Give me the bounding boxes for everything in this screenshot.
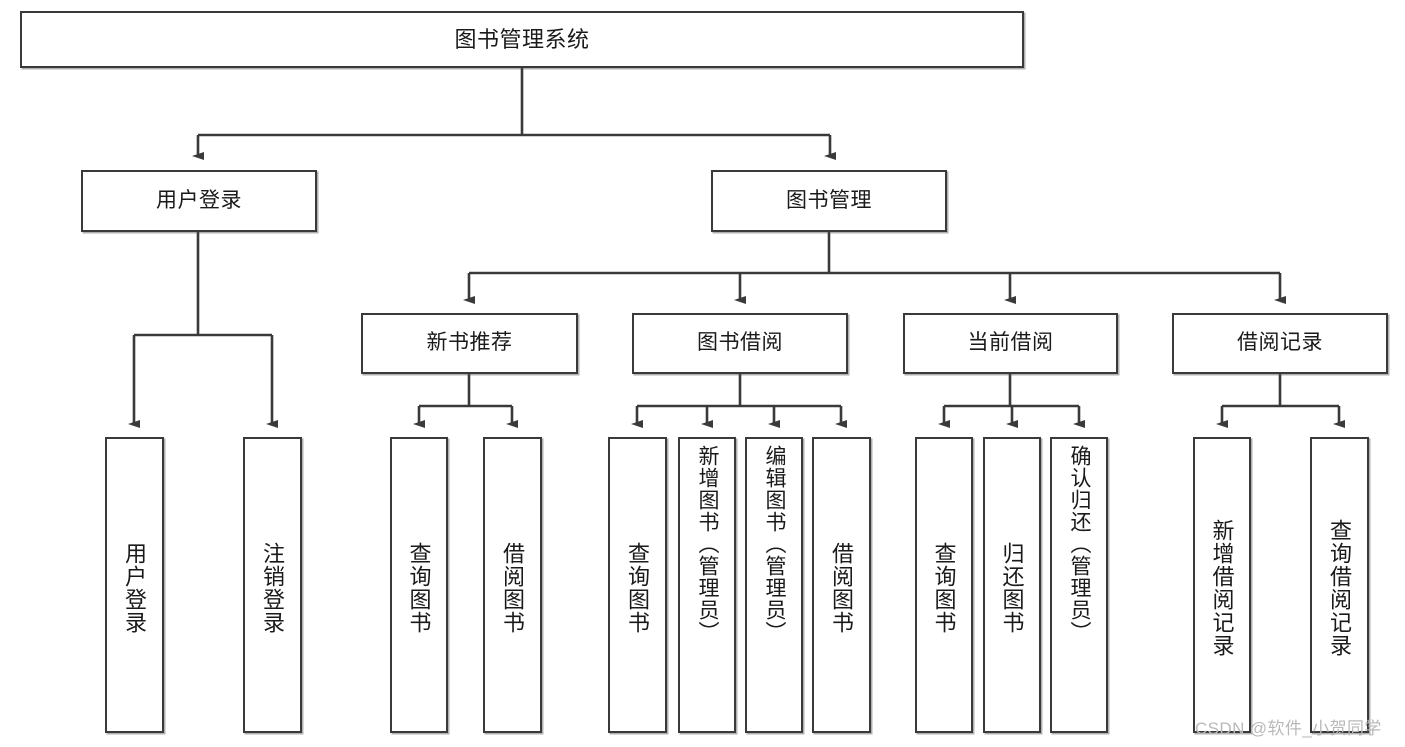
node-leaf-add-book-label: 新增图书（管理员） bbox=[696, 445, 720, 643]
node-leaf-borrow-book-1[interactable]: 借阅图书 bbox=[483, 437, 542, 733]
node-leaf-query-book-2[interactable]: 查询图书 bbox=[608, 437, 667, 733]
node-leaf-user-login-label: 用户登录 bbox=[122, 542, 148, 634]
node-book-management[interactable]: 图书管理 bbox=[711, 170, 947, 232]
node-leaf-query-borrow-record[interactable]: 查询借阅记录 bbox=[1310, 437, 1369, 733]
node-leaf-edit-book[interactable]: 编辑图书（管理员） bbox=[745, 437, 803, 733]
node-book-borrow-label: 图书借阅 bbox=[697, 331, 783, 355]
node-leaf-add-book[interactable]: 新增图书（管理员） bbox=[678, 437, 736, 733]
node-leaf-user-login[interactable]: 用户登录 bbox=[105, 437, 164, 733]
node-book-borrow[interactable]: 图书借阅 bbox=[632, 313, 848, 374]
node-root-label: 图书管理系统 bbox=[454, 26, 590, 52]
node-new-book-recommend[interactable]: 新书推荐 bbox=[361, 313, 578, 374]
watermark-text: CSDN @软件_小贺同学 bbox=[1195, 719, 1382, 738]
node-user-login[interactable]: 用户登录 bbox=[81, 170, 317, 232]
node-leaf-query-book-1[interactable]: 查询图书 bbox=[390, 437, 448, 733]
node-leaf-return-book[interactable]: 归还图书 bbox=[983, 437, 1041, 733]
node-leaf-confirm-return-label: 确认归还（管理员） bbox=[1068, 445, 1092, 643]
node-leaf-user-logout[interactable]: 注销登录 bbox=[243, 437, 302, 733]
node-leaf-borrow-book-1-label: 借阅图书 bbox=[500, 542, 526, 634]
node-leaf-query-book-1-label: 查询图书 bbox=[406, 542, 432, 634]
node-leaf-query-book-2-label: 查询图书 bbox=[625, 542, 651, 634]
node-leaf-confirm-return[interactable]: 确认归还（管理员） bbox=[1050, 437, 1108, 733]
node-leaf-user-logout-label: 注销登录 bbox=[260, 542, 286, 634]
node-current-borrow[interactable]: 当前借阅 bbox=[903, 313, 1118, 374]
node-leaf-add-borrow-record-label: 新增借阅记录 bbox=[1209, 519, 1235, 657]
node-user-login-label: 用户登录 bbox=[156, 188, 242, 212]
node-borrow-record-label: 借阅记录 bbox=[1237, 331, 1323, 355]
node-leaf-add-borrow-record[interactable]: 新增借阅记录 bbox=[1193, 437, 1251, 733]
node-leaf-edit-book-label: 编辑图书（管理员） bbox=[763, 445, 787, 643]
node-leaf-query-borrow-record-label: 查询借阅记录 bbox=[1327, 519, 1353, 657]
node-root[interactable]: 图书管理系统 bbox=[20, 11, 1024, 68]
node-leaf-query-book-3-label: 查询图书 bbox=[931, 542, 957, 634]
node-current-borrow-label: 当前借阅 bbox=[967, 331, 1054, 355]
node-borrow-record[interactable]: 借阅记录 bbox=[1172, 313, 1388, 374]
node-leaf-return-book-label: 归还图书 bbox=[999, 542, 1025, 634]
node-book-management-label: 图书管理 bbox=[786, 188, 872, 212]
node-new-book-recommend-label: 新书推荐 bbox=[426, 331, 513, 355]
node-leaf-query-book-3[interactable]: 查询图书 bbox=[915, 437, 973, 733]
node-leaf-borrow-book-2-label: 借阅图书 bbox=[829, 542, 855, 634]
node-leaf-borrow-book-2[interactable]: 借阅图书 bbox=[812, 437, 871, 733]
